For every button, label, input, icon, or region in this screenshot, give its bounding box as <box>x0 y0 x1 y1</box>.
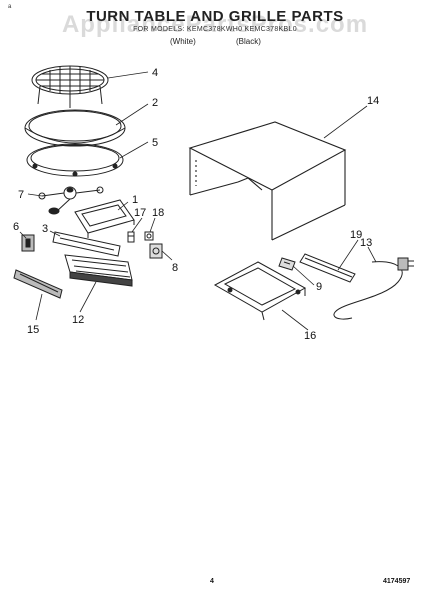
document-number: 4174597 <box>383 578 411 585</box>
part-16-base-plate <box>213 261 307 321</box>
part-15-bar <box>13 269 63 299</box>
callout-19: 19 <box>350 229 362 241</box>
part-13-power-cord <box>333 257 414 320</box>
leader-lines <box>19 71 377 331</box>
callout-8: 8 <box>172 262 178 274</box>
callout-13: 13 <box>360 237 372 249</box>
callout-1: 1 <box>132 194 138 206</box>
callout-9: 9 <box>316 281 322 293</box>
callout-7: 7 <box>18 189 24 201</box>
callout-5: 5 <box>152 137 158 149</box>
part-8-terminal <box>149 243 163 259</box>
callout-17: 17 <box>134 207 146 219</box>
part-17-fastener <box>127 231 135 243</box>
part-2-glass-tray <box>24 109 126 147</box>
variant-black: (Black) <box>236 37 261 46</box>
part-6-clip <box>21 234 35 252</box>
part-1-heater-bracket <box>74 199 135 238</box>
page-number: 4 <box>210 578 214 585</box>
callout-12: 12 <box>72 314 84 326</box>
callout-6: 6 <box>13 221 19 233</box>
callout-labels: 4 2 5 7 1 17 18 6 3 8 14 19 13 9 15 12 1… <box>13 67 379 342</box>
corner-mark: a <box>8 4 12 10</box>
part-18-fastener <box>144 231 154 241</box>
callout-4: 4 <box>152 67 158 79</box>
part-12-heater-element <box>64 254 133 287</box>
callout-18: 18 <box>152 207 164 219</box>
models-subtitle: FOR MODELS: KEMC378KWH0 KEMC378KBL0 <box>133 26 297 33</box>
part-5-support-ring <box>26 143 124 177</box>
part-14-cabinet <box>188 121 347 241</box>
part-7-roller-guide <box>38 186 104 215</box>
part-4-grille-rack <box>31 65 109 108</box>
callout-3: 3 <box>42 223 48 235</box>
part-19-strip <box>299 253 356 283</box>
page-title: TURN TABLE AND GRILLE PARTS <box>86 8 344 25</box>
callout-2: 2 <box>152 97 158 109</box>
callout-14: 14 <box>367 95 379 107</box>
part-3-reflector <box>52 231 121 257</box>
callout-16: 16 <box>304 330 316 342</box>
variant-white: (White) <box>170 37 196 46</box>
part-9-switch <box>278 257 296 271</box>
callout-15: 15 <box>27 324 39 336</box>
